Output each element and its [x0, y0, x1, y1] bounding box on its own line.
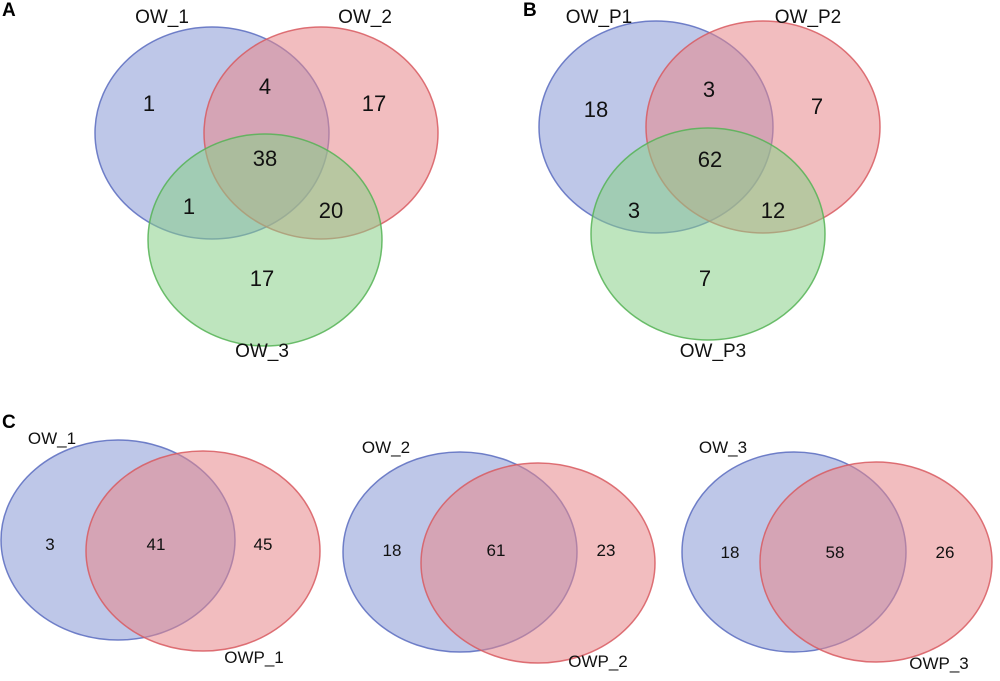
panel-c-letter: C [2, 412, 16, 433]
panel-a-count-only-1: 1 [143, 91, 155, 116]
panel-a-label-set-3: OW_3 [235, 341, 289, 362]
panel-c1-count-right-only: 45 [254, 535, 273, 554]
panel-b-letter: B [523, 0, 537, 21]
panel-b-label-set-1: OW_P1 [566, 7, 633, 28]
panel-c2-label-right: OWP_2 [568, 652, 628, 671]
panel-a-label-set-1: OW_1 [135, 7, 189, 28]
panel-c1-count-left-only: 3 [45, 535, 54, 554]
panel-b-circle-ow-p3 [590, 127, 826, 341]
panel-c3-label-left: OW_3 [699, 438, 747, 457]
panel-b-label-set-2: OW_P2 [775, 7, 842, 28]
panel-c1-count-both: 41 [147, 535, 166, 554]
panel-a-count-all: 38 [253, 146, 277, 171]
panel-c2-count-left-only: 18 [383, 541, 402, 560]
panel-b-count-only-3: 7 [699, 266, 711, 291]
panel-c1-circle-right [85, 450, 321, 652]
panel-c2-count-both: 61 [487, 541, 506, 560]
panel-a-letter: A [2, 0, 16, 21]
panel-a-count-1-2: 4 [259, 74, 271, 99]
panel-b-count-only-1: 18 [584, 97, 608, 122]
panel-c1-label-left: OW_1 [28, 429, 76, 448]
panel-c2-label-left: OW_2 [362, 438, 410, 457]
panel-c: C OW_1 OWP_1 3 41 45 OW_2 OWP_2 18 61 23… [0, 412, 993, 673]
panel-c3-count-left-only: 18 [721, 543, 740, 562]
panel-c-venn-3: OW_3 OWP_3 18 58 26 [681, 438, 993, 673]
panel-b-count-1-3: 3 [628, 198, 640, 223]
panel-c1-label-right: OWP_1 [224, 648, 284, 667]
panel-c3-count-right-only: 26 [936, 543, 955, 562]
panel-c-venn-2: OW_2 OWP_2 18 61 23 [342, 438, 656, 671]
panel-b-count-all: 62 [698, 147, 722, 172]
panel-a-count-1-3: 1 [183, 194, 195, 219]
panel-c2-count-right-only: 23 [597, 541, 616, 560]
panel-b-count-2-3: 12 [761, 198, 785, 223]
panel-c3-label-right: OWP_3 [909, 654, 969, 673]
panel-a: A OW_1 OW_2 OW_3 1 4 17 38 1 20 17 [2, 0, 439, 362]
panel-c2-circle-right [420, 462, 656, 664]
panel-c3-count-both: 58 [826, 543, 845, 562]
panel-a-count-only-3: 17 [250, 266, 274, 291]
panel-a-count-2-3: 20 [319, 198, 343, 223]
panel-b-label-set-3: OW_P3 [680, 341, 747, 362]
panel-c3-circle-right [759, 461, 993, 663]
panel-c-venn-1: OW_1 OWP_1 3 41 45 [0, 429, 321, 667]
panel-b: B OW_P1 OW_P2 OW_P3 18 3 7 62 3 12 7 [523, 0, 881, 362]
panel-a-circle-ow-3 [147, 133, 383, 347]
panel-a-label-set-2: OW_2 [338, 7, 392, 28]
panel-b-count-1-2: 3 [703, 77, 715, 102]
panel-b-count-only-2: 7 [811, 94, 823, 119]
panel-a-count-only-2: 17 [362, 91, 386, 116]
